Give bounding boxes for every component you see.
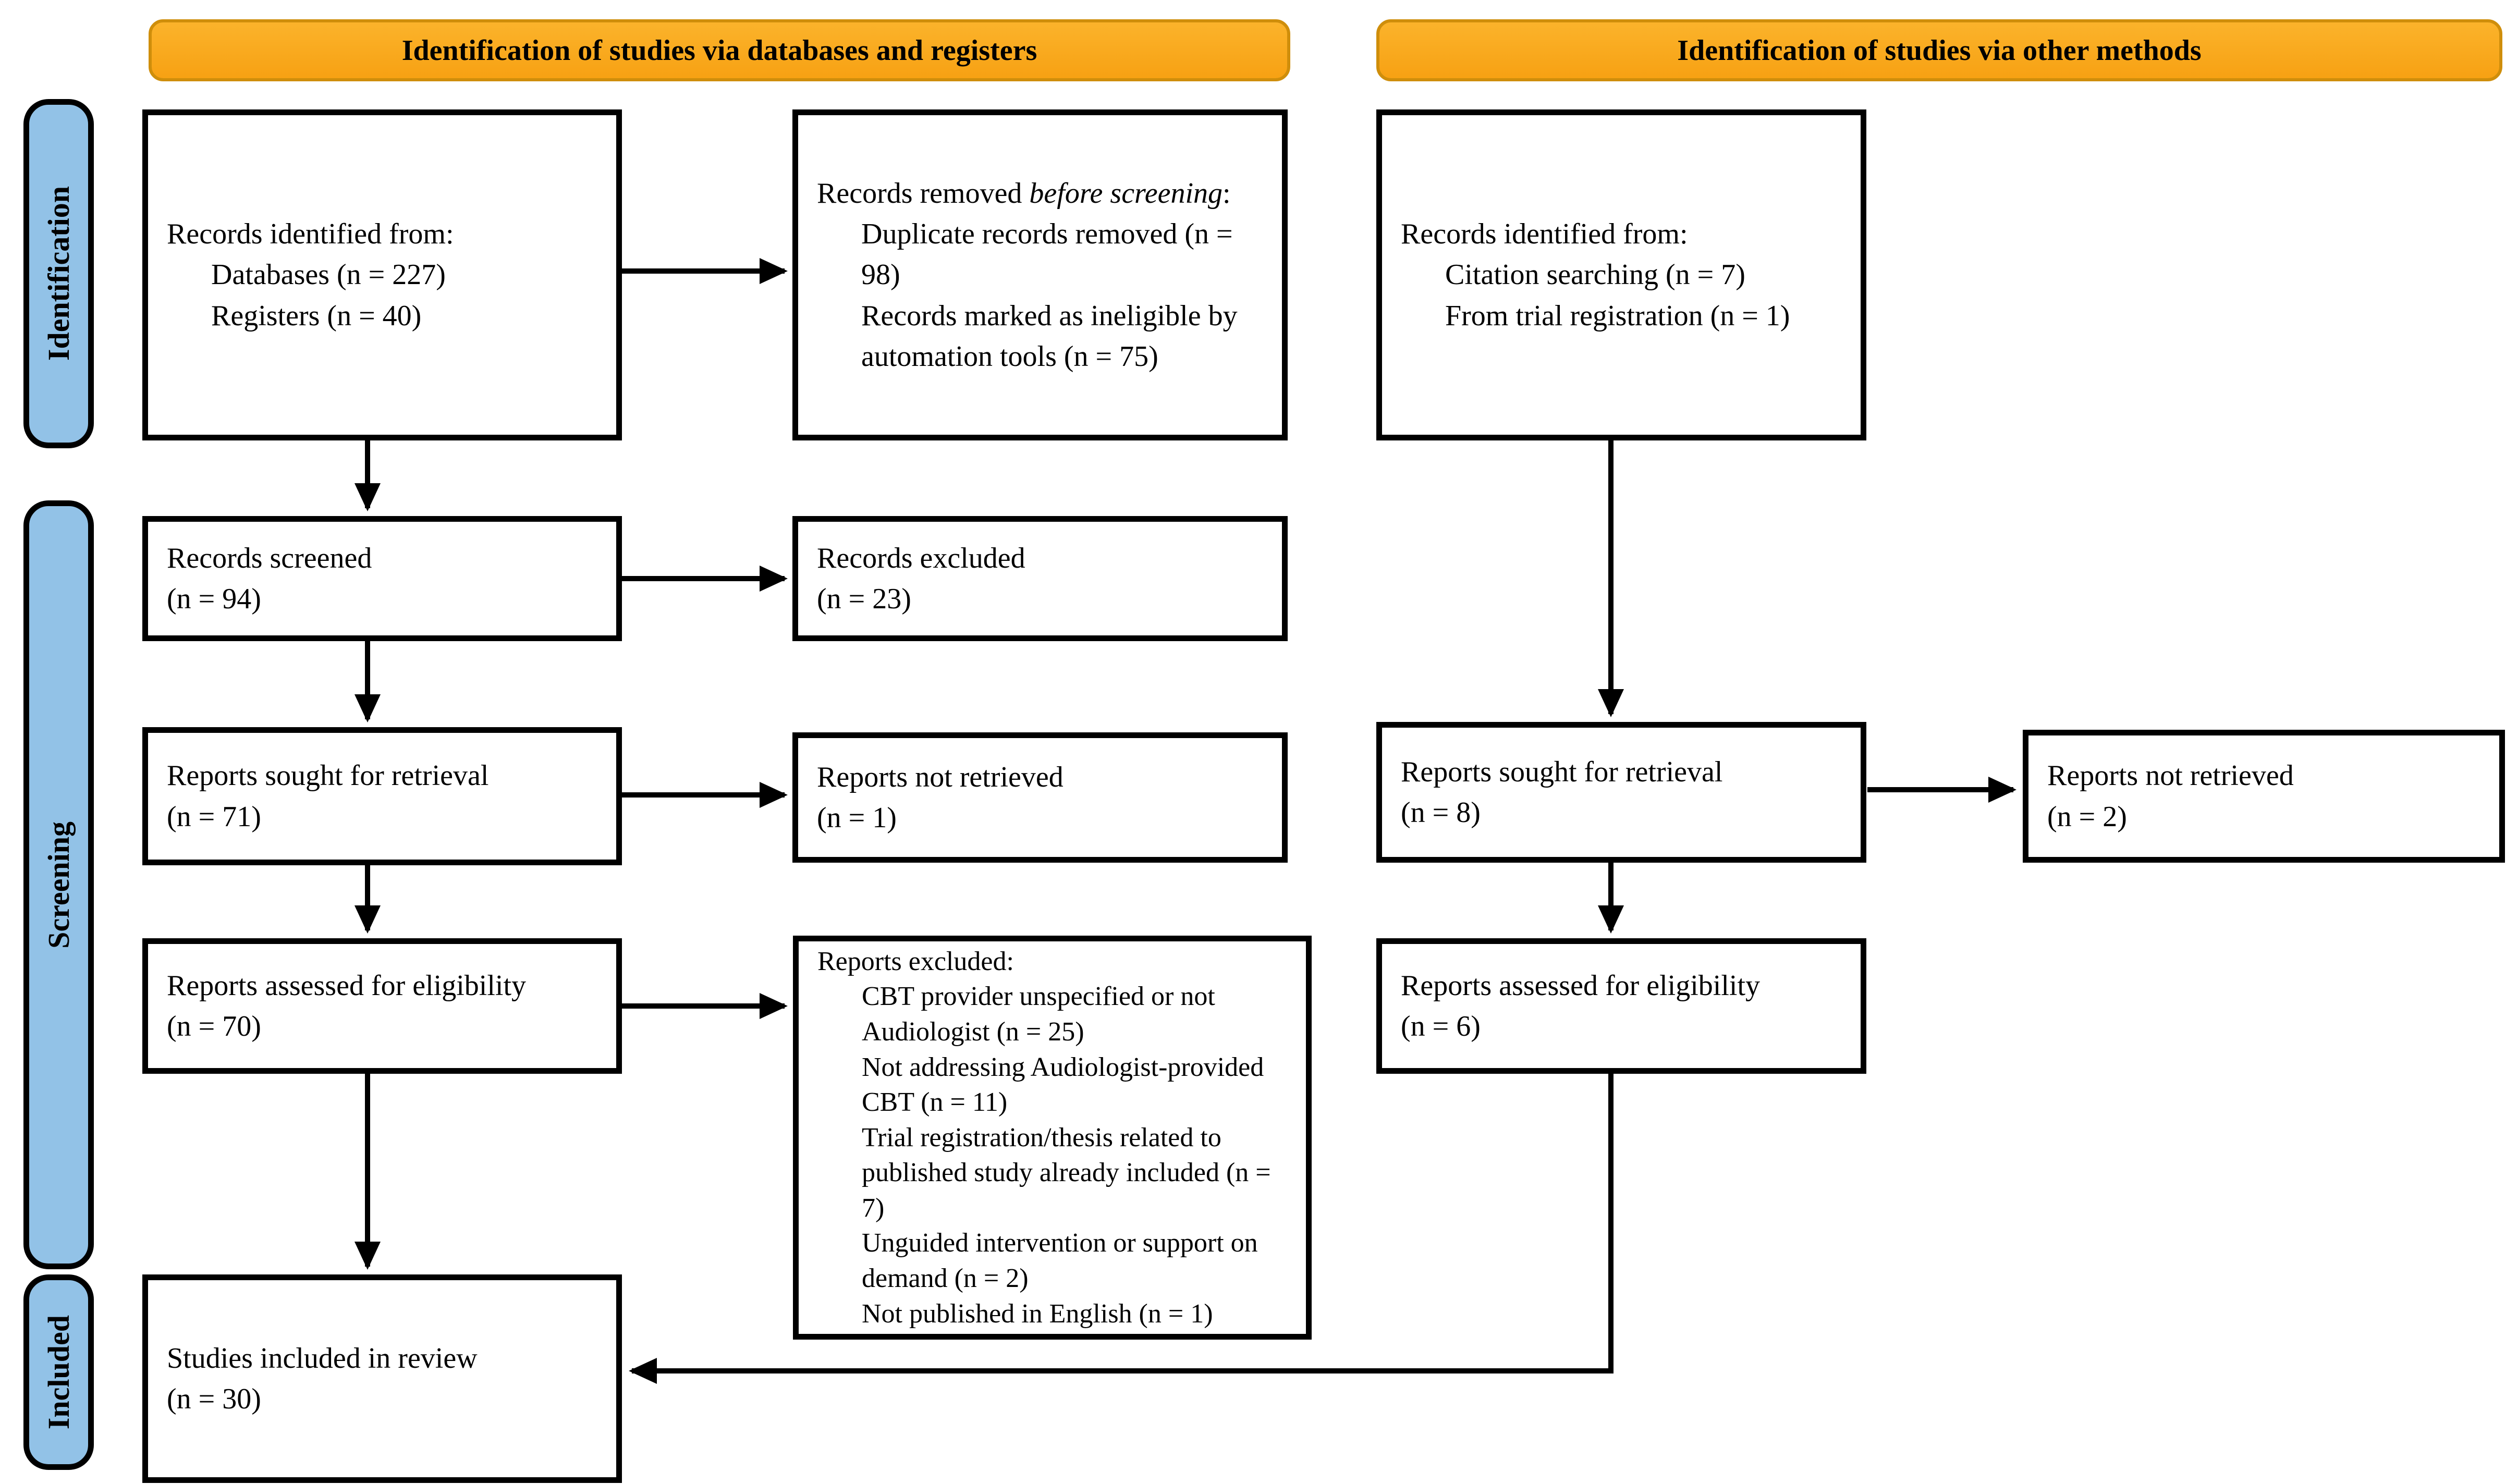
stage-label-identification: Identification — [23, 99, 94, 448]
box-records-removed-before-screening: Records removed before screening: Duplic… — [792, 109, 1288, 440]
box-line: Reports sought for retrieval — [1401, 755, 1723, 788]
box-reports-not-retrieved-other: Reports not retrieved (n = 2) — [2023, 730, 2505, 863]
box-line: (n = 30) — [167, 1383, 261, 1415]
box-item: Databases (n = 227) — [211, 259, 446, 291]
box-line: (n = 71) — [167, 800, 261, 833]
box-reports-sought-databases: Reports sought for retrieval (n = 71) — [142, 727, 622, 865]
stage-label-included: Included — [23, 1274, 94, 1470]
box-reports-assessed-databases: Reports assessed for eligibility (n = 70… — [142, 938, 622, 1074]
box-line: Reports assessed for eligibility — [1401, 969, 1761, 1002]
box-line: Reports assessed for eligibility — [167, 969, 527, 1002]
box-reports-not-retrieved-databases: Reports not retrieved (n = 1) — [792, 732, 1288, 863]
box-item: Records marked as ineligible by automati… — [861, 299, 1238, 373]
box-line: Studies included in review — [167, 1342, 478, 1375]
box-item: Citation searching (n = 7) — [1445, 259, 1745, 291]
box-line: (n = 70) — [167, 1010, 261, 1043]
box-line: (n = 2) — [2047, 800, 2127, 833]
box-line: Reports not retrieved — [817, 761, 1064, 793]
stage-label-identification-text: Identification — [42, 186, 76, 361]
lead-text: Records removed — [817, 177, 1030, 210]
box-records-identified-other: Records identified from: Citation search… — [1376, 109, 1866, 440]
box-lead: Records removed before screening: — [817, 173, 1272, 214]
box-line: Reports not retrieved — [2047, 759, 2294, 792]
box-reports-assessed-other: Reports assessed for eligibility (n = 6) — [1376, 938, 1866, 1074]
box-line: (n = 1) — [817, 802, 897, 834]
box-item: From trial registration (n = 1) — [1445, 299, 1790, 332]
stage-label-screening: Screening — [23, 500, 94, 1269]
box-item: Trial registration/thesis related to pub… — [862, 1122, 1271, 1223]
box-lead: Records identified from: — [167, 217, 454, 250]
box-studies-included: Studies included in review (n = 30) — [142, 1274, 622, 1483]
box-item: Duplicate records removed (n = 98) — [861, 217, 1233, 291]
box-item: Not published in English (n = 1) — [862, 1298, 1213, 1329]
box-records-excluded: Records excluded (n = 23) — [792, 516, 1288, 641]
lead-text: : — [1223, 177, 1231, 210]
box-line: (n = 94) — [167, 583, 261, 615]
stage-label-screening-text: Screening — [42, 821, 76, 949]
box-item: CBT provider unspecified or not Audiolog… — [862, 982, 1215, 1047]
box-line: Records excluded — [817, 542, 1025, 574]
box-line: Reports sought for retrieval — [167, 759, 489, 792]
box-reports-excluded: Reports excluded: CBT provider unspecifi… — [793, 936, 1312, 1340]
box-lead: Reports excluded: — [817, 946, 1014, 976]
stage-label-included-text: Included — [42, 1315, 76, 1430]
box-item: Unguided intervention or support on dema… — [862, 1228, 1258, 1294]
box-line: (n = 6) — [1401, 1010, 1481, 1043]
box-item: Not addressing Audiologist-provided CBT … — [862, 1052, 1264, 1118]
box-reports-sought-other: Reports sought for retrieval (n = 8) — [1376, 722, 1866, 863]
header-databases-registers: Identification of studies via databases … — [149, 19, 1290, 81]
box-records-screened: Records screened (n = 94) — [142, 516, 622, 641]
box-line: (n = 8) — [1401, 796, 1481, 829]
box-lead: Records identified from: — [1401, 217, 1688, 250]
box-records-identified-databases: Records identified from: Databases (n = … — [142, 109, 622, 440]
box-line: (n = 23) — [817, 583, 911, 615]
header-other-methods: Identification of studies via other meth… — [1376, 19, 2502, 81]
box-line: Records screened — [167, 542, 372, 574]
lead-italic-text: before screening — [1029, 177, 1223, 210]
box-item: Registers (n = 40) — [211, 299, 422, 332]
